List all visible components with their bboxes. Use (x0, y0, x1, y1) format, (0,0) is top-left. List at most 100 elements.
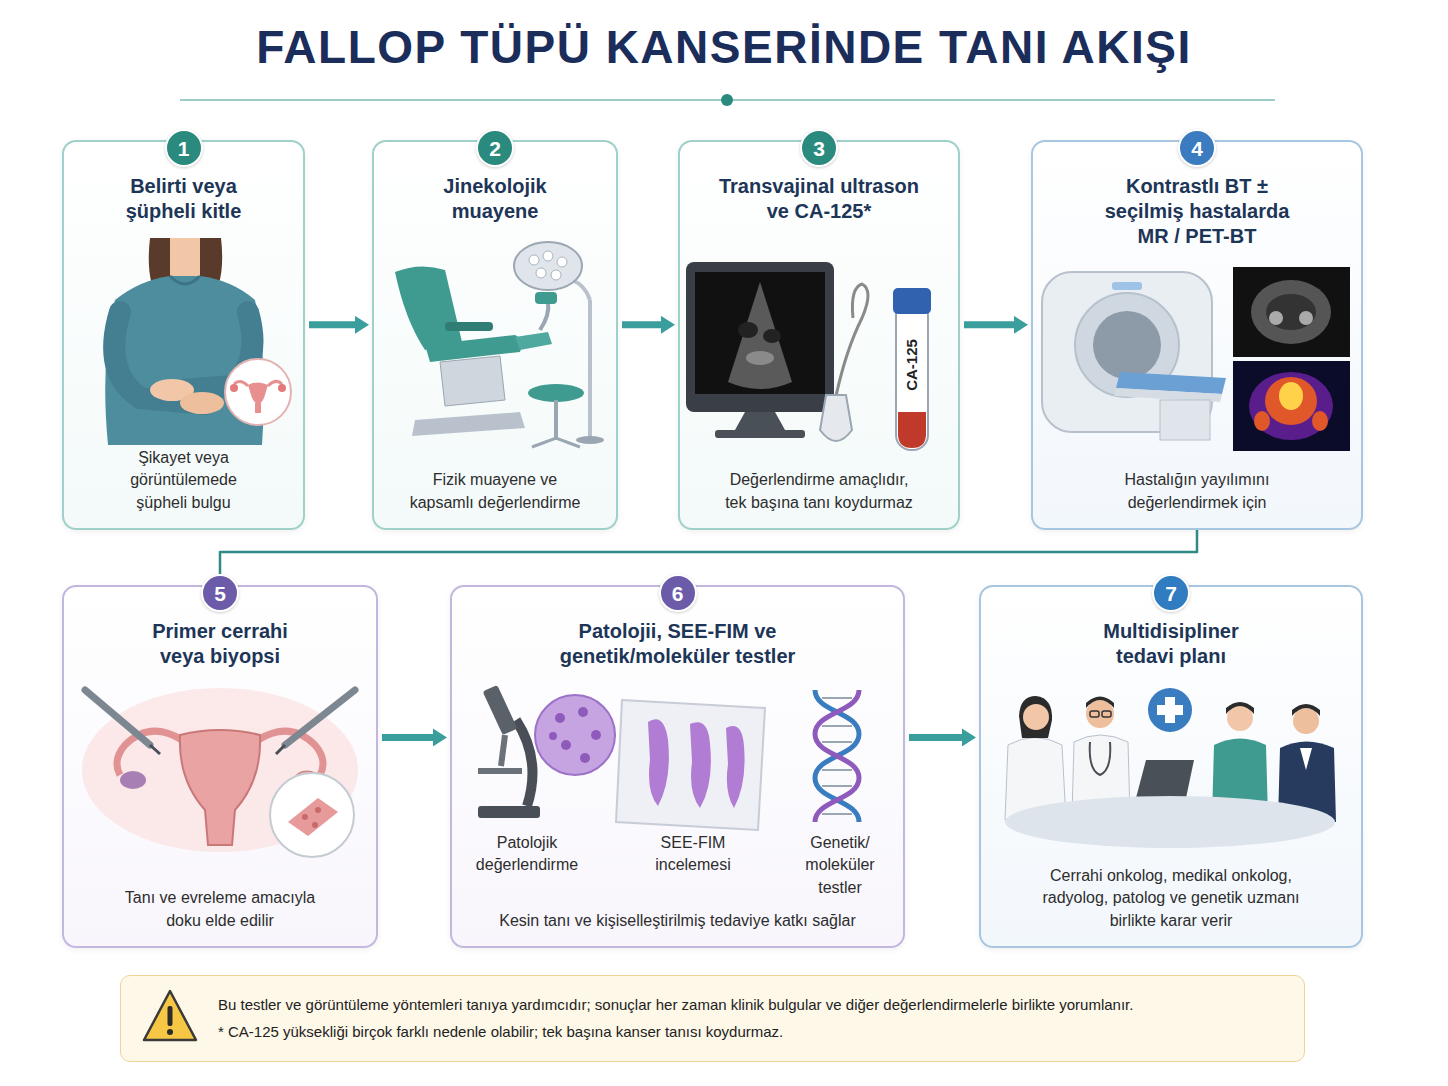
process-box: Transvajinal ultrason ve CA-125* Değerlen… (678, 140, 960, 530)
pathology-illustration (478, 806, 540, 818)
team-illustration (1090, 742, 1111, 775)
team-illustration (1293, 708, 1319, 734)
exam-chair (528, 384, 584, 402)
team-illustration (1005, 796, 1335, 848)
team-illustration (1102, 711, 1111, 717)
process-box: Kontrastlı BT ± seçilmiş hastalarda MR /… (1031, 140, 1363, 530)
scan-images (1265, 377, 1317, 425)
exam-chair (514, 242, 582, 290)
callout-number: 7 (1152, 574, 1190, 612)
pathology-illustration (822, 741, 852, 743)
pathology-illustration (815, 690, 859, 822)
exam-chair (445, 322, 493, 331)
uterus-icon (225, 359, 291, 425)
team-illustration (1023, 704, 1049, 730)
process-box: Jinekolojik muayeneFizik muayene ve kaps… (372, 140, 618, 530)
exam-chair (532, 438, 580, 447)
pathology-illustration (815, 690, 859, 822)
title-rule (721, 94, 733, 106)
team-illustration (1136, 760, 1194, 798)
surgery-illustration (276, 745, 285, 754)
pathology-illustration (822, 725, 852, 727)
tube-label: CA-125 (902, 325, 922, 405)
step-description: Tanı ve evreleme amacıyla doku elde edil… (120, 887, 320, 932)
step-title: Transvajinal ultrason ve CA-125* (713, 174, 925, 224)
exam-chair (529, 255, 539, 265)
exam-chair (572, 280, 590, 300)
warning-icon (167, 1029, 173, 1035)
woman-figure (114, 312, 205, 404)
team-illustration (1130, 798, 1194, 803)
uterus-icon (234, 381, 248, 386)
ct-scanner (1042, 272, 1226, 440)
team-illustration (1165, 697, 1175, 723)
team-illustration (1278, 742, 1336, 823)
step-description: Fizik muayene ve kapsamlı değerlendirme (404, 469, 586, 514)
team-illustration (1300, 748, 1312, 770)
team-illustration (1086, 700, 1114, 728)
woman-figure (149, 238, 222, 300)
woman-figure (150, 379, 194, 401)
exam-chair (425, 335, 522, 362)
woman-figure (105, 238, 264, 445)
scan-images (1279, 382, 1303, 410)
team-illustration (1005, 688, 1336, 848)
item-caption: Patolojik değerlendirme (457, 832, 597, 877)
process-box: Belirti veya şüpheli kitleŞikayet veya g… (62, 140, 305, 530)
team-illustration (1072, 735, 1130, 815)
step-number: 6 (672, 583, 684, 604)
ct-scanner (1093, 311, 1161, 379)
step-description: Kesin tanı ve kişiselleştirilmiş tedaviy… (499, 910, 856, 932)
step-number: 7 (1165, 583, 1177, 604)
pathology-illustration (648, 719, 669, 806)
team-illustration (1226, 702, 1254, 714)
exam-chair (440, 356, 505, 406)
diagram-title: FALLOP TÜPÜ KANSERİNDE TANI AKIŞI (0, 20, 1448, 74)
surgery-illustration (120, 771, 146, 789)
ct-scanner (1114, 388, 1222, 402)
callout-number: 6 (659, 574, 697, 612)
callout-number: 4 (1178, 129, 1216, 167)
surgery-illustration (288, 798, 338, 836)
team-illustration (1086, 697, 1114, 709)
ultrasound-device (738, 322, 758, 338)
uterus-icon (230, 384, 238, 392)
team-illustration (1019, 696, 1052, 738)
pathology-illustration (478, 685, 859, 830)
step-title: Belirti veya şüpheli kitle (109, 174, 259, 224)
step-title: Primer cerrahi veya biyopsi (130, 619, 310, 669)
ct-scanner (1160, 400, 1210, 440)
warning-box: Bu testler ve görüntüleme yöntemleri tan… (120, 975, 1305, 1062)
team-illustration (1090, 711, 1099, 717)
flow-arrow (964, 321, 1015, 328)
step-title: Patolojii, SEE-FIM ve genetik/moleküler … (528, 619, 828, 669)
ultrasound-device (820, 395, 852, 441)
exam-chair (576, 436, 604, 444)
exam-chair (395, 266, 462, 350)
team-illustration (1292, 704, 1320, 716)
step-description: Değerlendirme amaçlıdır, tek başına tanı… (720, 469, 918, 514)
callout-number: 1 (165, 129, 203, 167)
warning-text: Bu testler ve görüntüleme yöntemleri tan… (218, 992, 1284, 1018)
ultrasound-device (686, 262, 868, 441)
callout-number: 3 (800, 129, 838, 167)
surgery-illustration (312, 822, 318, 828)
scan-images (1254, 411, 1270, 431)
exam-chair (412, 412, 525, 436)
surgery-illustration (285, 690, 355, 745)
pathology-illustration (616, 700, 765, 830)
step-number: 4 (1191, 138, 1203, 159)
warning-text: * CA-125 yüksekliği birçok farklı nedenl… (218, 1019, 1284, 1045)
exam-chair (551, 270, 561, 280)
pathology-illustration (822, 769, 852, 771)
pathology-illustration (483, 685, 518, 735)
surgery-illustration (315, 807, 321, 813)
exam-chair (543, 251, 553, 261)
uterus-icon (255, 403, 261, 413)
team-illustration (1157, 705, 1183, 715)
uterus-icon (268, 381, 282, 386)
ultrasound-device (686, 262, 834, 412)
step-description: Cerrahi onkolog, medikal onkolog, radyol… (1029, 865, 1314, 932)
